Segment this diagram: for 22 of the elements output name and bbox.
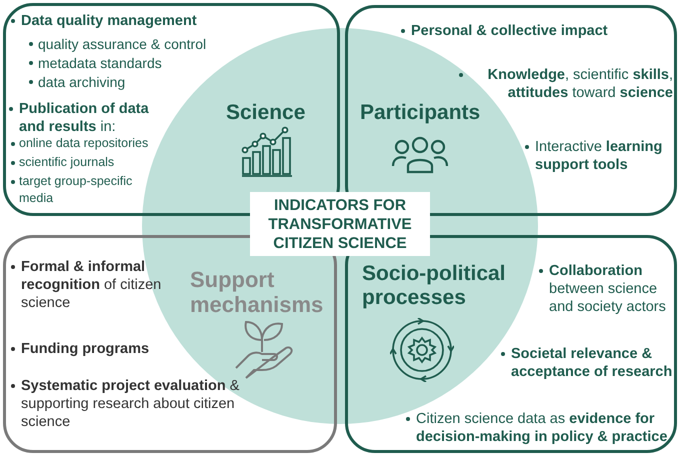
quadrant-heading: Science — [226, 101, 306, 125]
bullet-item: Formal & informal recognition of citizen science — [10, 258, 170, 312]
sub-bullet-item: online data repositories — [10, 135, 180, 152]
sub-bullet-item: metadata standards — [28, 54, 228, 72]
sub-bullet-item: data archiving — [28, 73, 228, 91]
bullet-item: Publication of data and results in: — [8, 100, 178, 136]
bullet-item: Societal relevance & acceptance of research — [500, 345, 676, 381]
bullet-item: Data quality management — [10, 12, 250, 30]
quadrant-heading: Socio-political processes — [362, 262, 507, 310]
bullet-item: Collaboration between science and society actors — [538, 262, 676, 316]
quadrant-heading: Support mechanisms — [190, 267, 324, 317]
quadrant-heading: Participants — [360, 101, 482, 125]
bullet-item: Knowledge, scientific skills, attitudes toward science — [458, 66, 673, 102]
sub-bullet-item: scientific journals — [10, 154, 180, 171]
bullet-item: Citizen science data as evidence for decision-making in policy & practice — [405, 410, 673, 446]
sub-bullet-item: target group-specific media — [10, 173, 150, 207]
bullet-item: Interactive learning support tools — [524, 138, 674, 174]
bullet-item: Personal & collective impact — [400, 22, 640, 40]
sub-bullet-item: quality assurance & control — [28, 35, 228, 53]
bullet-item: Funding programs — [10, 340, 210, 358]
title: INDICATORS FOR TRANSFORMATIVE CITIZEN SCIENCE — [267, 196, 413, 252]
bullet-item: Systematic project evaluation & supporting research about citizen science — [10, 377, 240, 431]
